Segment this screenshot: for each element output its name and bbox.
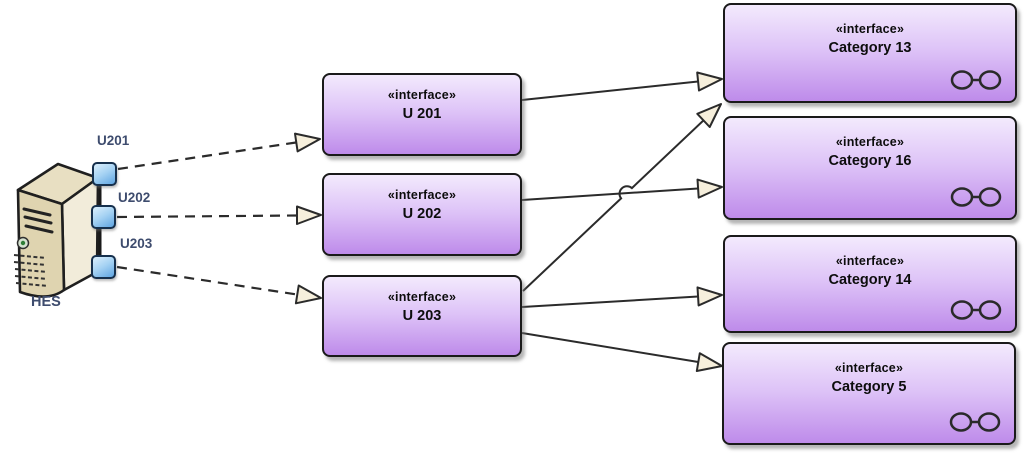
generalization-u203-category5[interactable]: [521, 332, 723, 372]
interface-category-13[interactable]: «interface» Category 13: [723, 3, 1017, 103]
interface-name: Category 5: [831, 379, 907, 395]
interface-name: U 203: [402, 308, 442, 324]
interface-category-16[interactable]: «interface» Category 16: [723, 116, 1017, 220]
port-label-u201: U201: [97, 133, 130, 148]
server-icon[interactable]: [4, 152, 104, 302]
port-u203[interactable]: [91, 255, 116, 279]
port-u202[interactable]: [91, 205, 116, 229]
dependency-u203[interactable]: [116, 265, 322, 305]
stereotype-label: «interface»: [835, 254, 905, 268]
stereotype-label: «interface»: [387, 88, 457, 102]
interface-name: U 201: [402, 106, 442, 122]
interface-category-14[interactable]: «interface» Category 14: [723, 235, 1017, 333]
port-label-u202: U202: [118, 190, 151, 205]
interface-link-icon: [950, 187, 1002, 207]
interface-link-icon: [950, 70, 1002, 90]
server-label: HES: [31, 294, 61, 310]
generalization-u201-category13[interactable]: [521, 71, 723, 101]
interface-link-icon: [950, 300, 1002, 320]
port-label-u203: U203: [120, 236, 153, 251]
generalization-u202-category16[interactable]: [521, 178, 723, 201]
interface-name: Category 14: [828, 272, 912, 288]
generalization-u203-category14[interactable]: [521, 286, 723, 308]
dependency-u201[interactable]: [117, 132, 321, 171]
interface-name: Category 16: [828, 153, 912, 169]
stereotype-label: «interface»: [387, 188, 457, 202]
port-u201[interactable]: [92, 162, 117, 186]
interface-name: Category 13: [828, 40, 912, 56]
vent-grid: [13, 254, 49, 287]
interface-u203[interactable]: «interface» U 203: [322, 275, 522, 357]
drive-bay-slats: [22, 207, 54, 234]
dependency-u202[interactable]: [116, 205, 322, 225]
interface-name: U 202: [402, 206, 442, 222]
interface-link-icon: [949, 412, 1001, 432]
stereotype-label: «interface»: [834, 361, 904, 375]
stereotype-label: «interface»: [835, 135, 905, 149]
interface-u201[interactable]: «interface» U 201: [322, 73, 522, 156]
power-button: [16, 236, 30, 250]
interface-category-5[interactable]: «interface» Category 5: [722, 342, 1016, 445]
stereotype-label: «interface»: [387, 290, 457, 304]
generalization-u203-category13[interactable]: [522, 103, 722, 292]
interface-u202[interactable]: «interface» U 202: [322, 173, 522, 256]
stereotype-label: «interface»: [835, 22, 905, 36]
